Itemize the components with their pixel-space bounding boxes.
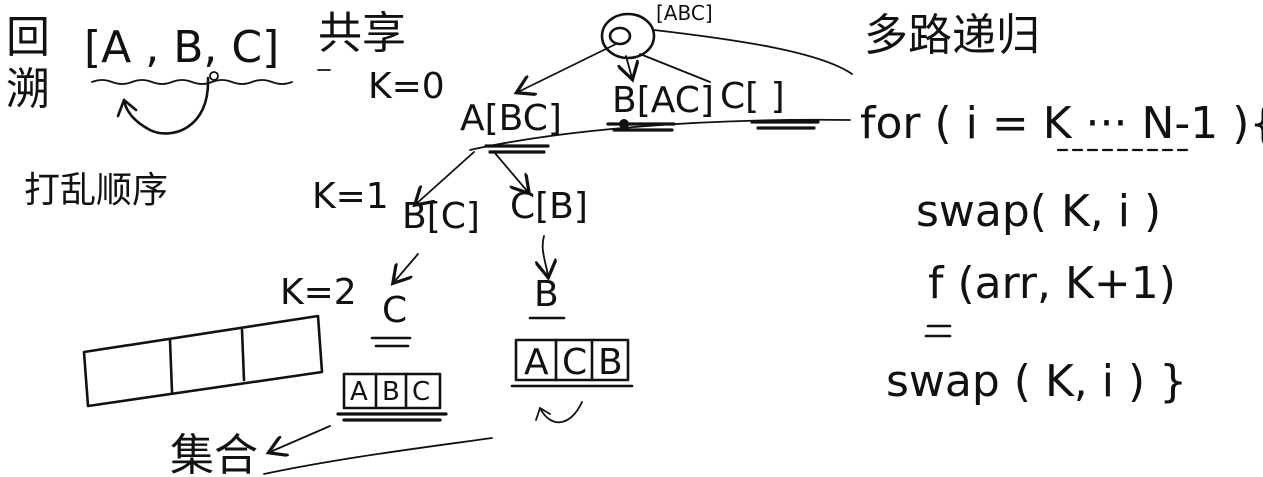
result-abc: A B C [336,372,448,422]
edge-a-b [416,151,475,204]
node-c-b: C[B] [510,186,588,227]
result-acb-cell-1: A [524,342,549,383]
edge-root-b [626,55,632,78]
result-abc-cell-2: B [382,377,400,407]
collection-stroke [263,437,493,475]
backtrack-char-1: 回 [6,12,50,63]
edge-root-a [518,43,617,92]
root-inner-circle [608,26,632,46]
root-label: [ABC] [656,1,713,25]
result-acb-swap-arc [539,401,583,424]
node-b-ac: B[AC] [612,80,714,121]
leaf-c-underline [370,336,412,348]
result-acb-box [514,338,630,382]
result-abc-dividers [374,372,408,410]
swap-curve-arrow [122,76,210,135]
code-call-underline [924,324,952,338]
backtrack-char-2: 溯 [6,64,50,115]
empty-array-divider-1 [168,338,174,394]
shuffle-label: 打乱顺序 [24,170,168,211]
leaf-b: B [534,274,559,315]
edge-a-c [493,151,528,192]
result-acb-cell-3: B [598,342,623,383]
collection-arrow [270,425,331,452]
code-line-call: f (arr, K+1) [928,258,1176,309]
node-c-empty: C[ ] [720,76,785,117]
code-line-swap1: swap( K, i ) [916,186,1161,237]
edge-c-b-down [543,235,548,276]
result-acb: A C B [510,338,634,424]
result-acb-cell-2: C [562,342,587,383]
code-title: 多路递归 [864,10,1040,61]
code-line-swap2: swap ( K, i ) } [886,356,1187,407]
edge-root-c [639,53,711,83]
result-acb-dividers [554,338,594,382]
result-acb-swap-arrowhead [535,407,551,421]
level1-long-stroke [469,118,851,151]
leaf-c: C [382,290,407,331]
empty-array-box [82,314,324,408]
empty-array-divider-2 [240,328,246,382]
empty-array-outline [82,314,324,408]
dot-b-ac [619,119,629,129]
hatch-a-bc [484,144,550,154]
swap-arrowhead [116,98,138,118]
array-underline [91,79,293,85]
node-b-c: B[C] [402,196,480,237]
code-line-for: for ( i = K ··· N-1 ){ [860,98,1263,149]
result-abc-cell-3: C [412,377,430,407]
k0-label: K=0 [368,66,445,107]
tree-root: [ABC] [600,1,713,60]
shared-label: 共享 [318,8,406,59]
node-a-bc: A[BC] [460,98,562,139]
result-abc-box [342,372,442,410]
result-abc-hatch [336,412,448,422]
hatch-c-empty [750,120,820,130]
edge-b-c-down [394,253,419,282]
backtrack-note: 回 溯 [6,12,50,115]
collection-label: 集合 [170,430,258,477]
result-abc-cell-1: A [350,377,368,407]
root-circle [600,12,656,60]
k1-label: K=1 [312,176,389,217]
k2-label: K=2 [280,272,357,313]
shared-array-text: [A , B, C] [84,22,279,73]
edge-root-right [653,29,853,75]
swap-point [209,71,219,81]
